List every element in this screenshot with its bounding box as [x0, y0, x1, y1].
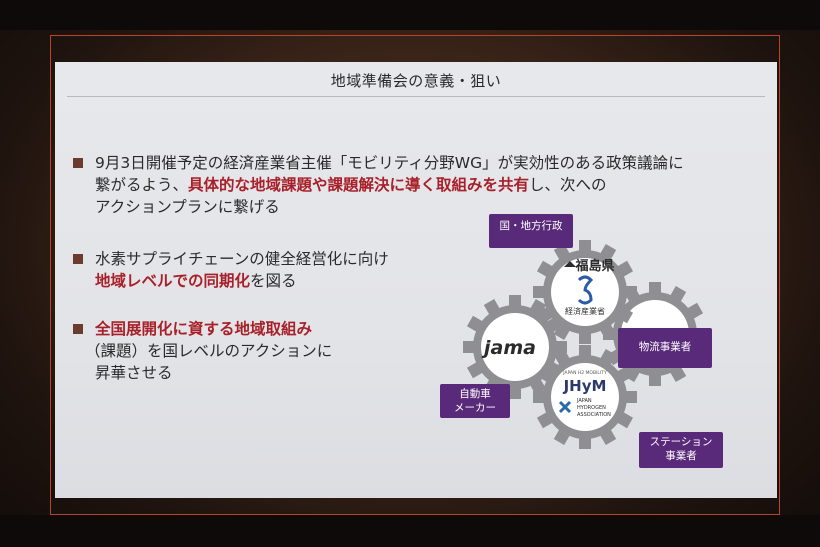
bullet-2-highlight: 地域レベルでの同期化	[95, 272, 251, 290]
bullet-3-line-1: 全国展開化に資する地域取組み	[95, 318, 312, 340]
meti-logo-icon	[577, 275, 594, 305]
fukushima-label: 福島県	[574, 258, 614, 274]
title-divider	[67, 96, 765, 97]
jha-label-2: HYDROGEN	[577, 405, 606, 411]
fukushima-emblem-icon	[564, 261, 576, 267]
bullet-3-line-3: 昇華させる	[95, 364, 173, 382]
screen-frame	[50, 35, 780, 515]
bullet-3-line-2: （課題）を国レベルのアクションに	[85, 342, 333, 360]
fukushima-logo: 福島県 経済産業省	[564, 258, 615, 316]
gear-diagram: 福島県 経済産業省 jama JAPAN H2 MOBILITY JHyM JA…	[463, 240, 707, 449]
presentation-slide: 地域準備会の意義・狙い 9月3日開催予定の経済産業省主催「モビリティ分野WG」が…	[55, 62, 777, 498]
tag-station: ステーション事業者	[639, 432, 723, 468]
bullet-1-line-2: 繋がるよう、具体的な地域課題や課題解決に導く取組みを共有し、次への	[95, 176, 607, 194]
jhym-logo: JAPAN H2 MOBILITY JHyM JAPAN HYDROGEN AS…	[558, 370, 611, 418]
bullet-square-icon	[73, 324, 83, 334]
bullet-1-line-3: アクションプランに繋げる	[95, 198, 280, 216]
bullet-square-icon	[73, 254, 83, 264]
bullet-2-line-2: 地域レベルでの同期化を図る	[95, 272, 297, 290]
top-dark-band	[0, 0, 820, 30]
bullet-square-icon	[73, 158, 83, 168]
bullet-3-highlight: 全国展開化に資する地域取組み	[95, 320, 313, 338]
bullet-2-line-1: 水素サプライチェーンの健全経営化に向け	[95, 250, 389, 268]
slide-title: 地域準備会の意義・狙い	[330, 72, 502, 90]
jhym-small-label: JAPAN H2 MOBILITY	[562, 370, 607, 376]
jha-label-3: ASSOCIATION	[577, 412, 611, 418]
tag-automaker: 自動車メーカー	[440, 384, 510, 418]
bullet-1-line-1: 9月3日開催予定の経済産業省主催「モビリティ分野WG」が実効性のある政策議論に	[95, 154, 684, 172]
bullet-1-highlight: 具体的な地域課題や課題解決に導く取組みを共有	[188, 176, 530, 194]
hydrogen-association-icon	[558, 400, 572, 414]
jama-logo: jama	[481, 337, 536, 359]
tag-logistics: 物流事業者	[618, 328, 712, 368]
tag-government: 国・地方行政	[489, 214, 573, 248]
meti-label: 経済産業省	[565, 306, 605, 316]
jhym-label: JHyM	[563, 377, 607, 395]
bottom-dark-band	[0, 515, 820, 547]
jha-label-1: JAPAN	[576, 398, 592, 404]
